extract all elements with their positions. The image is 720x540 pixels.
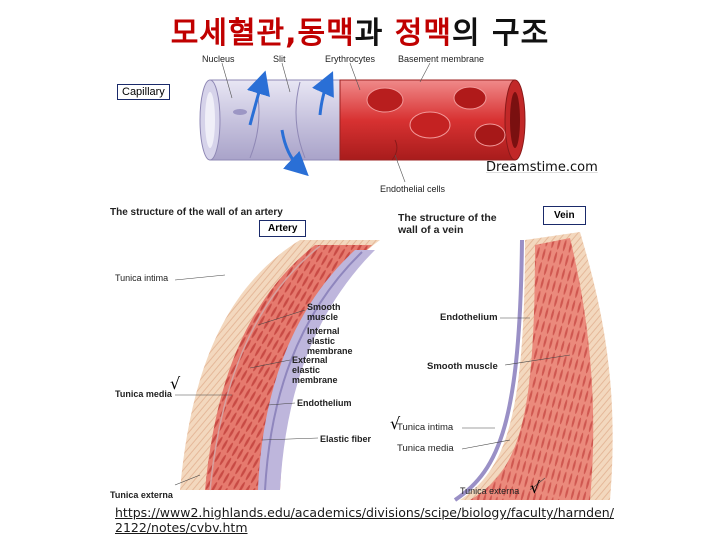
label-erythrocytes: Erythrocytes	[325, 54, 375, 64]
artery-heading: The structure of the wall of an artery	[110, 207, 283, 218]
artery-label-tunica-externa: Tunica externa	[110, 490, 173, 500]
label-slit: Slit	[273, 54, 286, 64]
check-mark-vein-externa: √	[530, 478, 540, 497]
vein-label-endothelium: Endothelium	[440, 312, 498, 323]
check-mark-artery-media: √	[170, 374, 180, 393]
vein-label-tunica-media: Tunica media	[397, 443, 454, 454]
vein-label-tunica-externa: Tunica externa	[460, 486, 519, 496]
capillary-box-label: Capillary	[117, 84, 170, 100]
label-nucleus: Nucleus	[202, 54, 235, 64]
artery-label-internal-elastic: Internal elastic membrane	[307, 326, 369, 356]
label-endothelial-cells: Endothelial cells	[380, 184, 445, 194]
image-credit: Dreamstime.com	[486, 160, 598, 175]
vein-label-tunica-intima: Tunica intima	[397, 422, 453, 433]
artery-illustration	[175, 240, 380, 490]
artery-label-tunica-intima: Tunica intima	[115, 273, 168, 283]
source-link[interactable]: https://www2.highlands.edu/academics/div…	[115, 505, 620, 535]
artery-box-label: Artery	[259, 220, 306, 237]
vein-heading: The structure of the wall of a vein	[398, 212, 508, 236]
artery-label-endothelium: Endothelium	[297, 398, 352, 408]
vein-box-label: Vein	[543, 206, 586, 225]
label-basement-membrane: Basement membrane	[398, 54, 484, 64]
artery-label-external-elastic: External elastic membrane	[292, 355, 347, 385]
artery-label-elastic-fiber: Elastic fiber	[320, 434, 371, 444]
vein-label-smooth-muscle: Smooth muscle	[427, 361, 498, 372]
capillary-illustration	[200, 63, 525, 182]
check-mark-vein-intima: √	[390, 414, 400, 433]
artery-label-smooth-muscle: Smooth muscle	[307, 302, 357, 322]
artery-label-tunica-media: Tunica media	[115, 389, 172, 399]
